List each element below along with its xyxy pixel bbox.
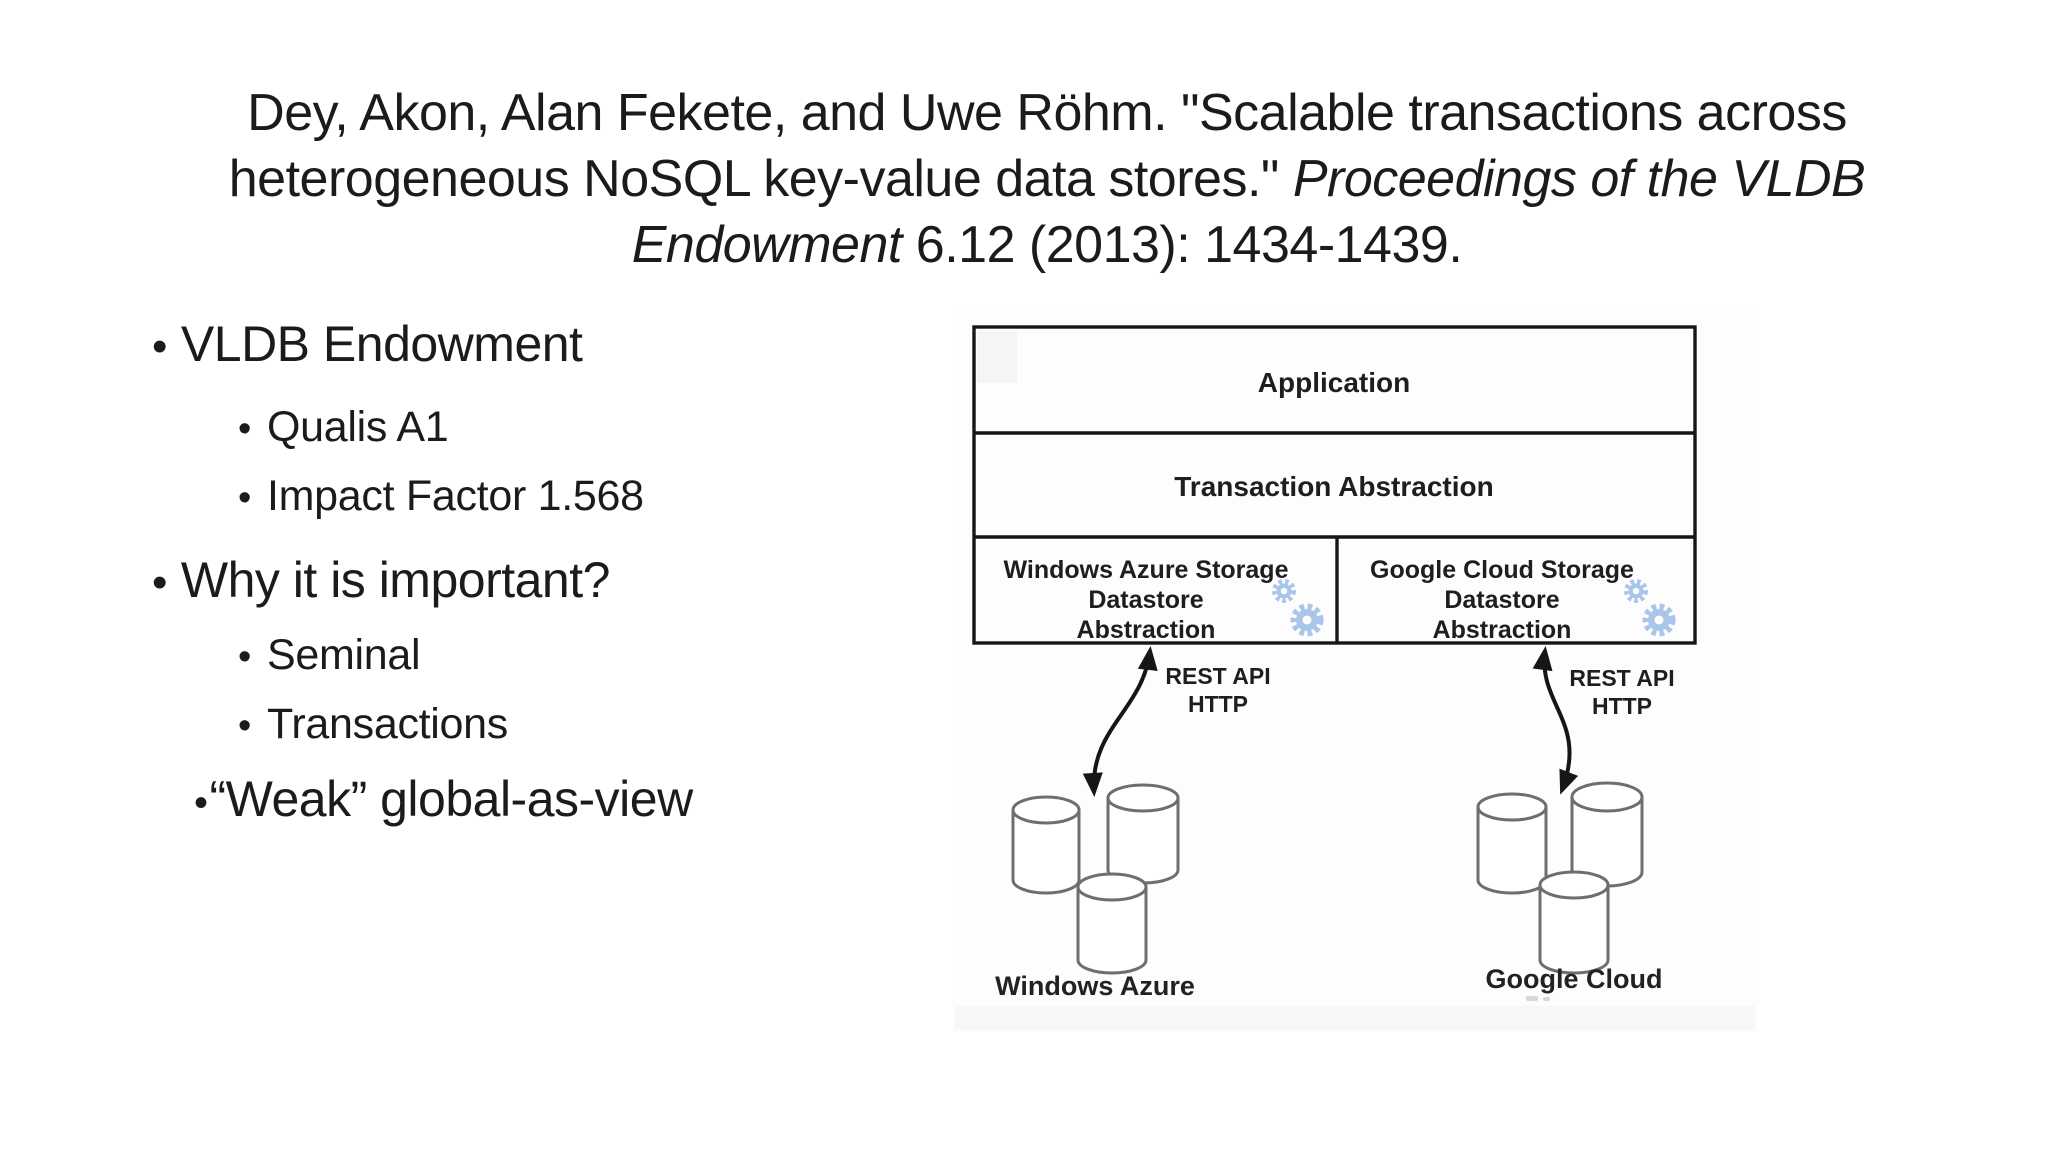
list-item-label: Seminal bbox=[267, 631, 421, 679]
list-item: • Transactions bbox=[150, 697, 930, 753]
list-item-label: VLDB Endowment bbox=[180, 316, 583, 372]
azure-cluster-label: Windows Azure bbox=[995, 971, 1195, 1001]
azure-box-line2: Datastore bbox=[1088, 586, 1203, 614]
list-item-label: Impact Factor 1.568 bbox=[267, 472, 644, 520]
citation-line-1: Dey, Akon, Alan Fekete, and Uwe Röhm. "S… bbox=[47, 80, 2047, 146]
google-connector-arrow bbox=[1532, 646, 1579, 795]
database-cylinder-icon bbox=[1011, 795, 1081, 895]
google-box-line2: Datastore bbox=[1444, 586, 1559, 614]
citation-text: heterogeneous NoSQL key-value data store… bbox=[228, 150, 1293, 208]
bullet-list: • VLDB Endowment • Qualis A1 • Impact Facto… bbox=[150, 313, 930, 834]
bullet-icon: • bbox=[152, 558, 167, 607]
scan-artifact bbox=[977, 331, 1017, 383]
citation-italic-text: Proceedings of the VLDB bbox=[1292, 150, 1866, 208]
list-item: • Qualis A1 bbox=[150, 400, 930, 456]
list-item: • Seminal bbox=[150, 628, 930, 684]
google-database-cluster bbox=[1476, 781, 1644, 975]
list-item: • Why it is important? bbox=[150, 549, 930, 614]
citation-text: Dey, Akon, Alan Fekete, and Uwe Röhm. "S… bbox=[247, 84, 1847, 142]
cropped-text-remnant bbox=[1526, 996, 1550, 1001]
bullet-icon: • bbox=[238, 408, 252, 450]
bullet-icon: • bbox=[238, 636, 252, 678]
google-cluster-label: Google Cloud bbox=[1486, 964, 1663, 994]
azure-database-cluster bbox=[1011, 783, 1180, 975]
list-item: • Impact Factor 1.568 bbox=[150, 469, 930, 525]
gears-icon bbox=[1272, 579, 1324, 637]
database-cylinder-icon bbox=[1538, 870, 1610, 975]
citation-italic-text: Endowment bbox=[631, 216, 903, 274]
list-item: •“Weak” global-as-view bbox=[150, 768, 930, 834]
transaction-layer-label: Transaction Abstraction bbox=[1174, 471, 1493, 502]
bullet-icon: • bbox=[194, 781, 208, 825]
bullet-icon: • bbox=[238, 477, 252, 519]
azure-connector-arrow bbox=[1082, 646, 1158, 797]
database-cylinder-icon bbox=[1476, 792, 1548, 895]
citation-line-3: Endowment 6.12 (2013): 1434-1439. bbox=[47, 212, 2047, 278]
azure-connector-label-line1: REST API bbox=[1165, 663, 1270, 689]
stack-outer-box bbox=[972, 325, 1697, 645]
azure-connector-label-line2: HTTP bbox=[1188, 691, 1248, 717]
gears-icon bbox=[1624, 579, 1676, 637]
list-item: • VLDB Endowment bbox=[150, 313, 930, 378]
azure-box-line1: Windows Azure Storage bbox=[1004, 556, 1289, 584]
application-layer-label: Application bbox=[1258, 367, 1410, 398]
azure-box-line3: Abstraction bbox=[1077, 616, 1216, 644]
list-item-label: Why it is important? bbox=[180, 552, 611, 608]
citation-title: Dey, Akon, Alan Fekete, and Uwe Röhm. "S… bbox=[47, 80, 2047, 278]
google-box-line3: Abstraction bbox=[1433, 616, 1572, 644]
database-cylinder-icon bbox=[1570, 781, 1644, 888]
google-box-line1: Google Cloud Storage bbox=[1370, 556, 1634, 584]
list-item-label: Transactions bbox=[267, 700, 508, 748]
scan-edge-band bbox=[955, 1006, 1755, 1030]
google-connector-label-line2: HTTP bbox=[1592, 693, 1652, 719]
bullet-icon: • bbox=[152, 322, 167, 371]
citation-text: 6.12 (2013): 1434-1439. bbox=[901, 216, 1463, 274]
google-connector-label-line1: REST API bbox=[1569, 665, 1674, 691]
citation-line-2: heterogeneous NoSQL key-value data store… bbox=[47, 146, 2047, 212]
list-item-label: Qualis A1 bbox=[267, 403, 449, 451]
bullet-icon: • bbox=[238, 705, 252, 747]
database-cylinder-icon bbox=[1076, 872, 1148, 975]
database-cylinder-icon bbox=[1106, 783, 1180, 885]
list-item-label: “Weak” global-as-view bbox=[209, 771, 694, 827]
